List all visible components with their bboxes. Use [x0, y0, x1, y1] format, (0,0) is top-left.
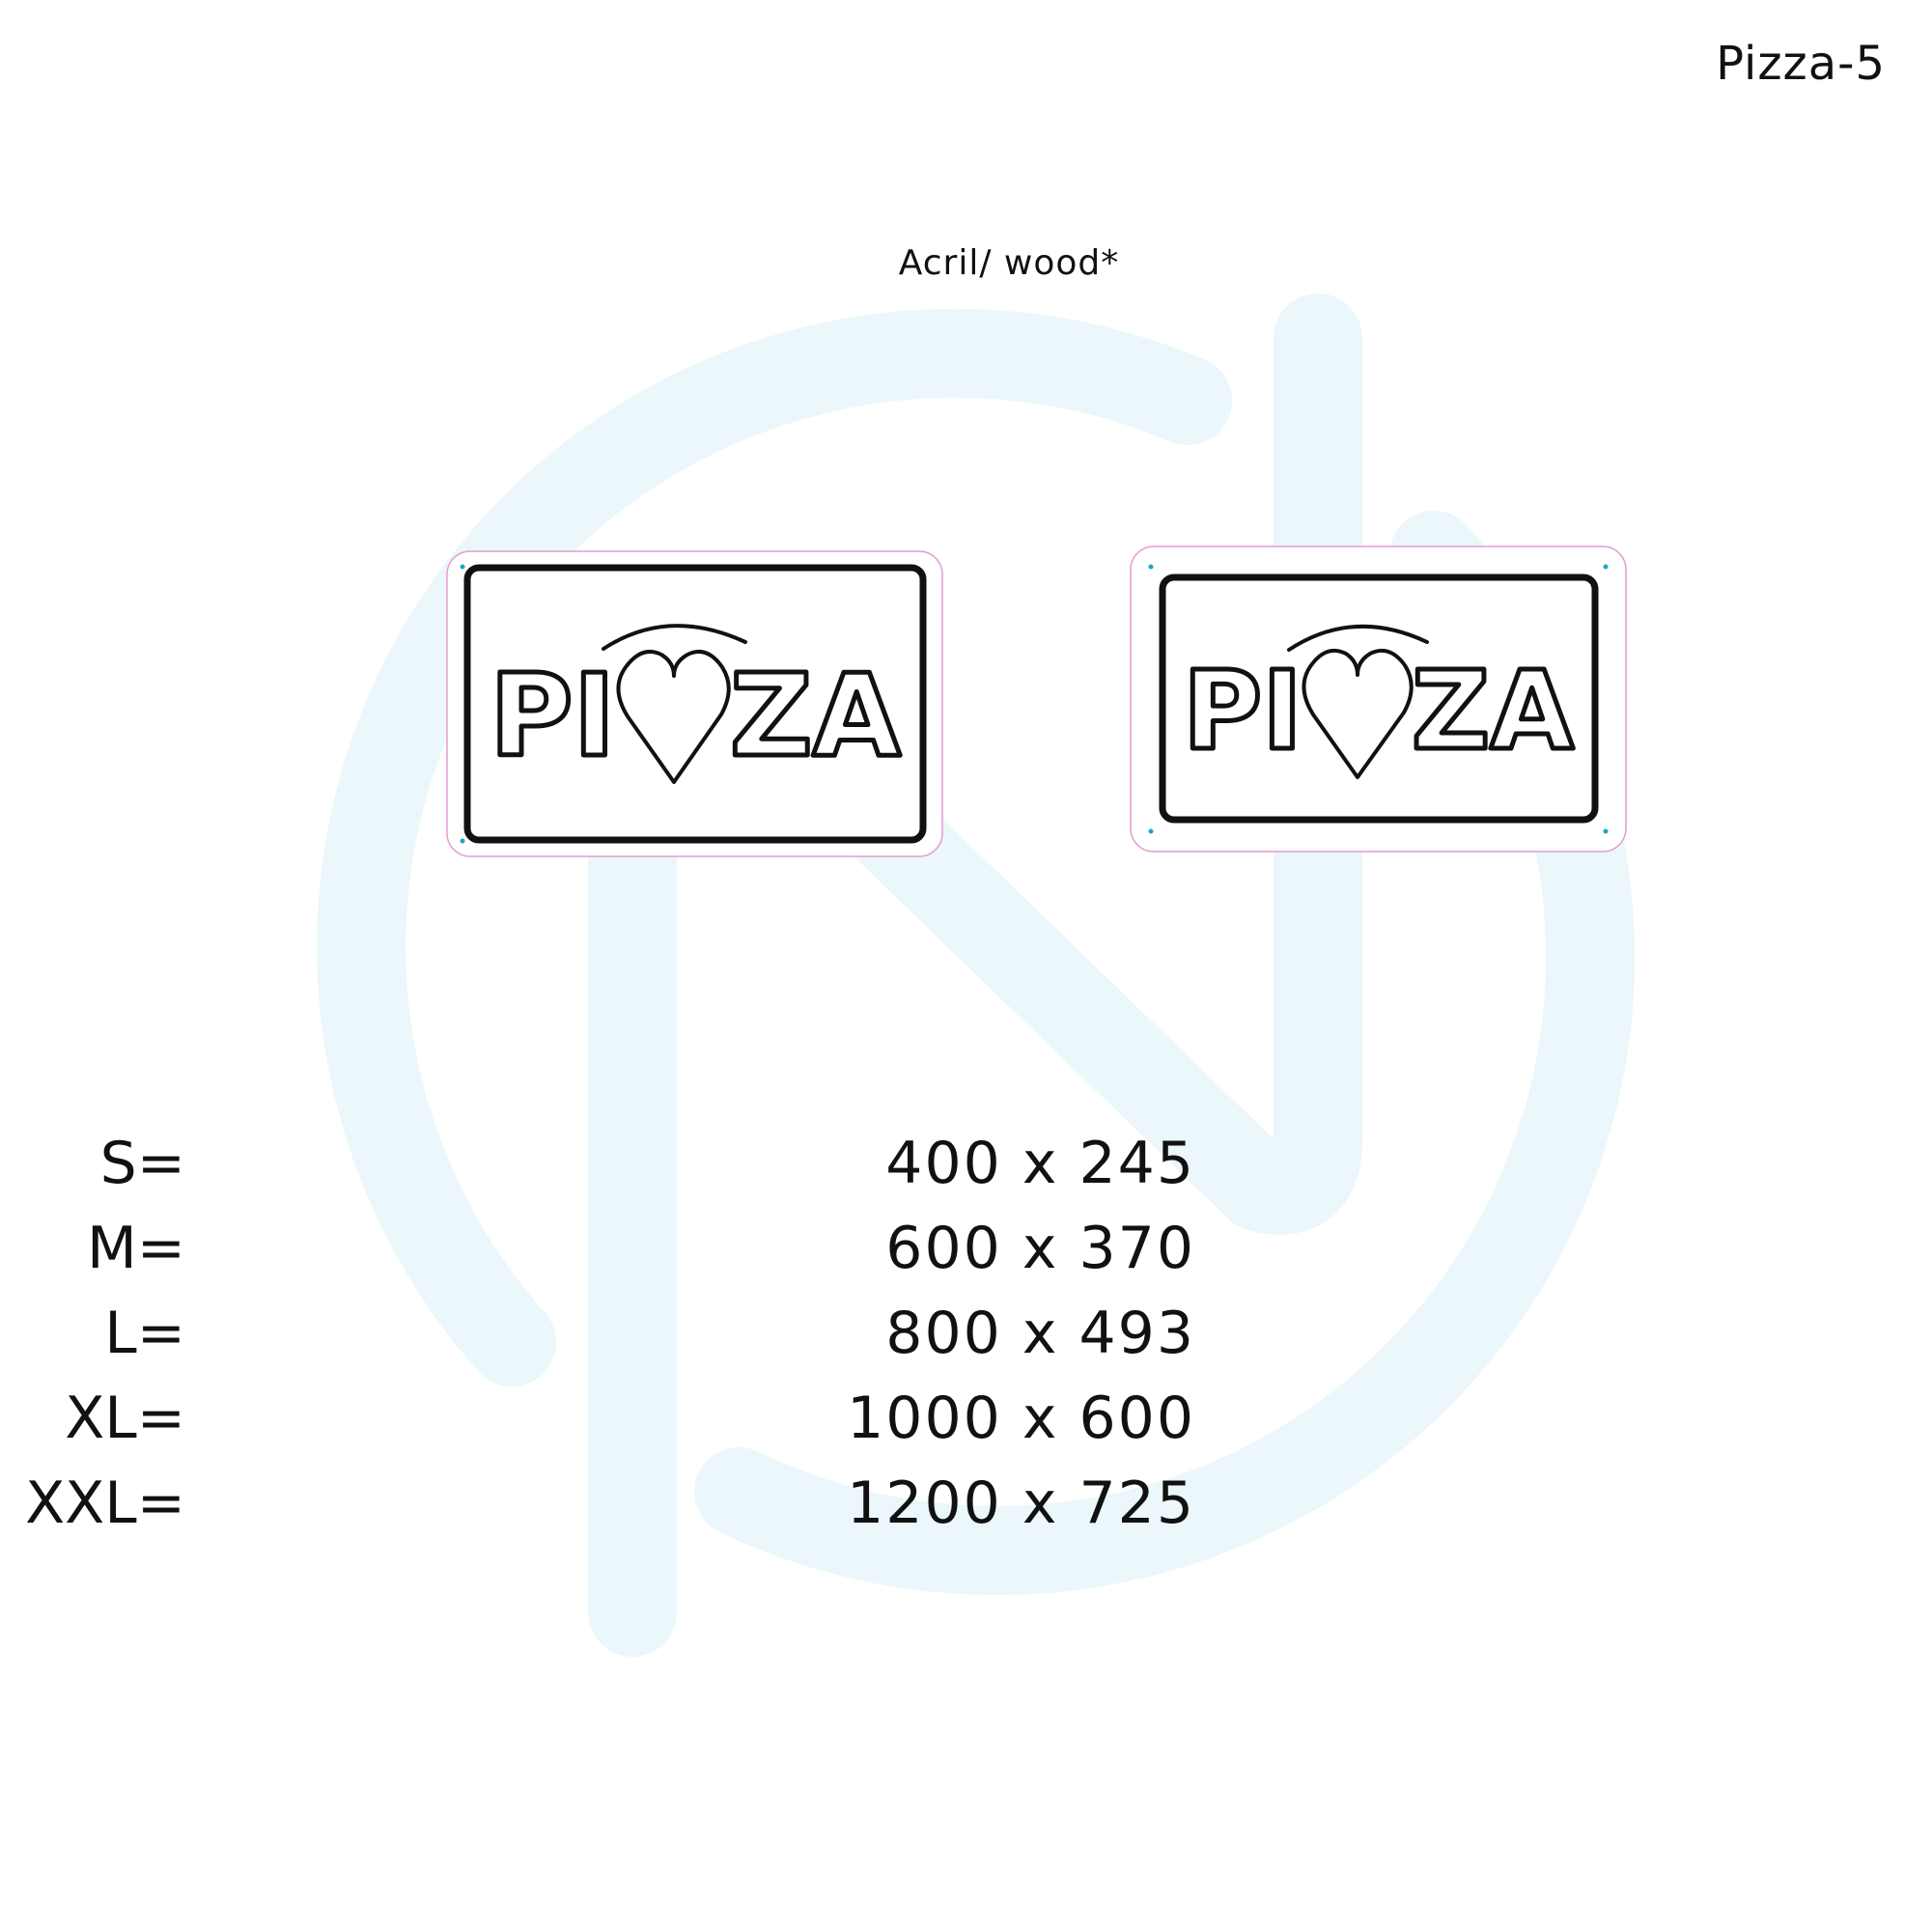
size-label: XXL= — [25, 1469, 185, 1537]
size-dimensions: 800 x 493 — [885, 1300, 1195, 1367]
cut-line — [1130, 546, 1627, 853]
sign-frame — [463, 564, 927, 844]
size-dimensions: 1200 x 725 — [847, 1469, 1195, 1537]
size-dimensions: 400 x 245 — [885, 1130, 1195, 1197]
sign-text-left: PI — [1183, 649, 1302, 774]
size-row-s: S= 400 x 245 — [0, 1130, 1255, 1215]
mount-hole — [1603, 828, 1609, 834]
mount-hole — [1148, 564, 1154, 570]
mount-hole — [1603, 564, 1609, 570]
size-row-l: L= 800 x 493 — [0, 1300, 1255, 1385]
size-row-m: M= 600 x 370 — [0, 1215, 1255, 1300]
cut-line — [446, 550, 943, 857]
pizza-sign-preview-left: PI ZA — [446, 550, 943, 857]
size-row-xxl: XXL= 1200 x 725 — [0, 1469, 1255, 1554]
heart-icon — [1287, 624, 1429, 779]
size-list: S= 400 x 245 M= 600 x 370 L= 800 x 493 X… — [0, 1130, 1255, 1554]
heart-icon — [602, 624, 747, 784]
size-label: M= — [86, 1215, 185, 1282]
mount-hole — [460, 838, 465, 844]
product-code: Pizza-5 — [1716, 37, 1886, 91]
size-label: S= — [99, 1130, 185, 1197]
sign-frame — [1159, 574, 1599, 824]
size-dimensions: 1000 x 600 — [847, 1385, 1195, 1452]
sign-text-left: PI — [490, 649, 615, 782]
mount-hole — [460, 564, 465, 570]
mount-hole — [1148, 828, 1154, 834]
size-label: L= — [104, 1300, 185, 1367]
pizza-sign-preview-right: PI ZA — [1130, 546, 1627, 853]
material-label: Acril/ wood* — [898, 243, 1120, 283]
sign-text-right: ZA — [1412, 649, 1574, 774]
size-label: XL= — [65, 1385, 185, 1452]
size-row-xl: XL= 1000 x 600 — [0, 1385, 1255, 1469]
sign-text-right: ZA — [730, 649, 901, 782]
size-dimensions: 600 x 370 — [885, 1215, 1195, 1282]
